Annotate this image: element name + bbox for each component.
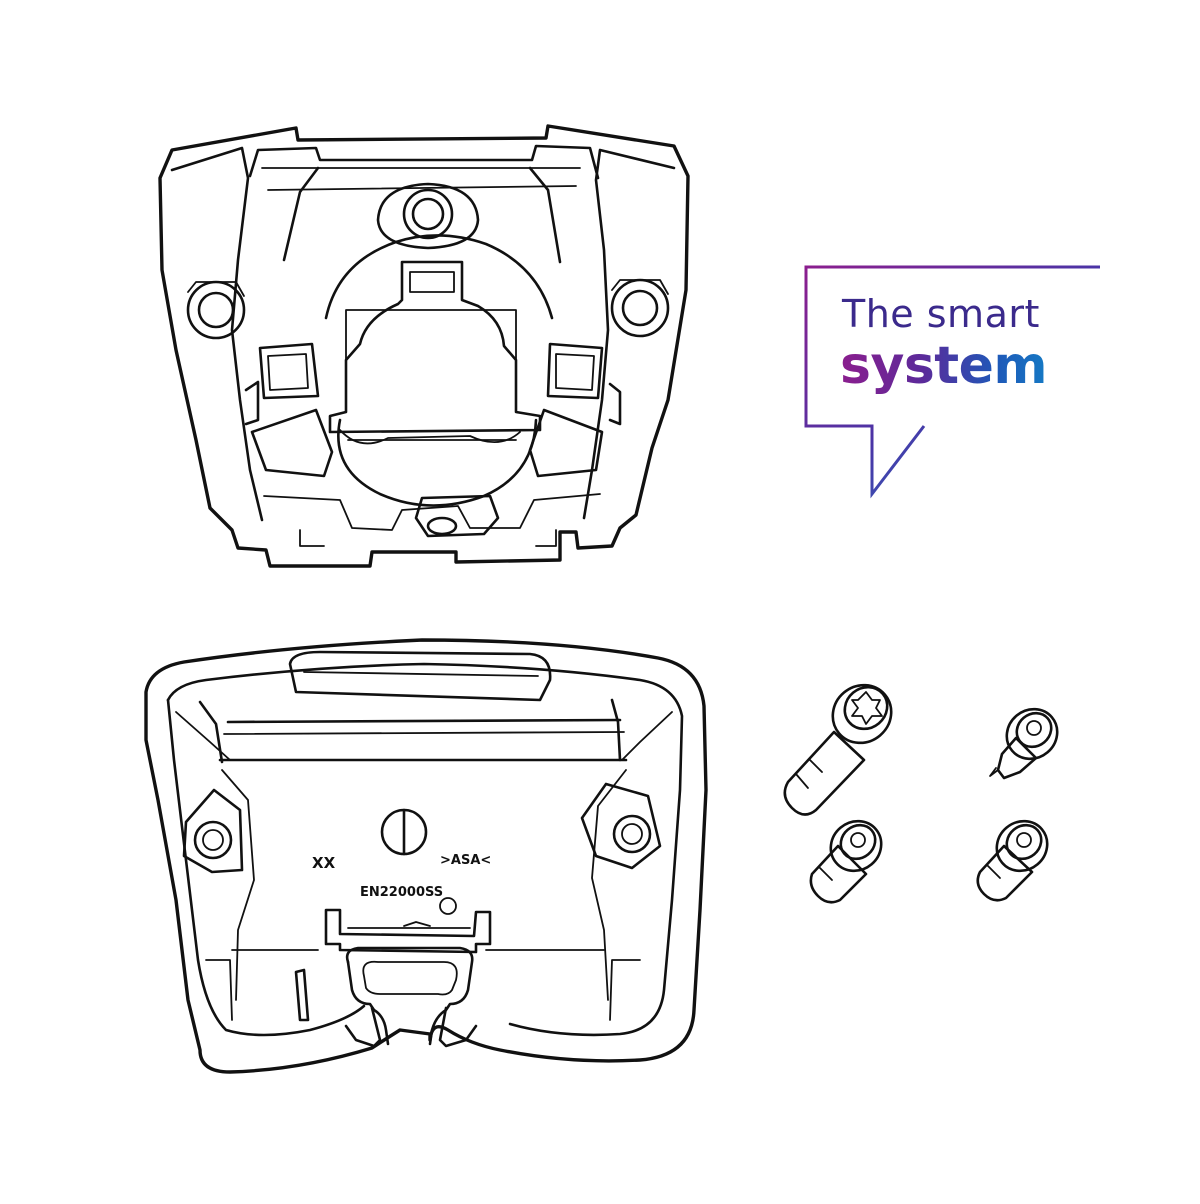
mounting-bracket (158, 124, 690, 568)
marking-left: XX (312, 854, 336, 872)
logo-line-2: system (840, 336, 1048, 396)
marking-right: >ASA< (440, 853, 491, 868)
screw-icon (783, 683, 893, 816)
marking-code: EN22000SS (360, 885, 443, 900)
screw-icon (809, 819, 883, 904)
bottom-cover: XX >ASA< EN22000SS (144, 638, 708, 1074)
speech-bubble-frame (804, 265, 1100, 499)
screw-icon (989, 707, 1059, 780)
logo-line-1: The smart (842, 292, 1040, 336)
screw-icon (976, 819, 1049, 902)
